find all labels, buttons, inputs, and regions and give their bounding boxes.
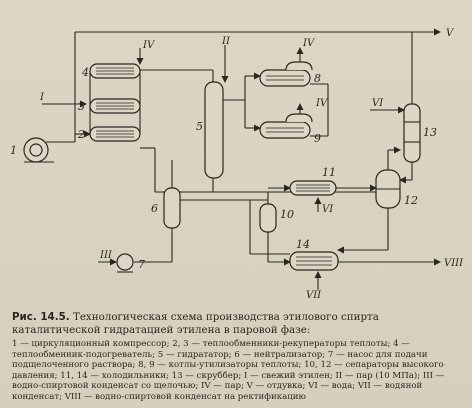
piping: [42, 28, 441, 290]
label-equipment-13: 13: [423, 126, 437, 139]
heat-exchanger-2: [89, 126, 141, 142]
scrubber-13: [403, 103, 421, 163]
label-stream-VI-b: VI: [322, 204, 334, 215]
equipment: [23, 61, 421, 273]
hydrator-5: [204, 81, 224, 179]
compressor-1: [23, 137, 54, 163]
label-equipment-2: 2: [77, 128, 85, 141]
cooler-14: [289, 251, 339, 271]
label-equipment-5: 5: [196, 120, 203, 133]
label-equipment-14: 14: [296, 238, 310, 251]
label-stream-II: II: [221, 36, 231, 47]
label-stream-IV-c: IV: [315, 98, 329, 109]
process-flow-diagram: 1 2 3 4 5 6 7 8 9 10 11 12 13 14 I II II…: [10, 28, 464, 301]
figure-caption: Рис. 14.5. Технологическая схема произво…: [12, 311, 462, 403]
label-stream-VI-a: VI: [372, 98, 384, 109]
label-stream-III: III: [99, 250, 113, 261]
label-stream-IV-a: IV: [142, 40, 156, 51]
separator-10: [259, 203, 277, 233]
label-equipment-4: 4: [81, 66, 89, 79]
cooler-11: [289, 180, 337, 196]
label-equipment-3: 3: [78, 100, 85, 113]
label-equipment-8: 8: [314, 72, 321, 85]
label-stream-I: I: [39, 92, 45, 103]
label-equipment-7: 7: [138, 258, 145, 271]
separator-12: [375, 169, 401, 209]
caption-legend: 1 — циркуляционный компрессор; 2, 3 — те…: [12, 339, 445, 402]
stream-labels: I II III IV IV IV V VI VI VII VIII: [39, 28, 464, 301]
label-equipment-9: 9: [314, 132, 321, 145]
label-equipment-10: 10: [280, 208, 294, 221]
waste-heat-boiler-8: [259, 61, 313, 87]
pump-7: [116, 253, 134, 273]
label-stream-VII: VII: [306, 290, 322, 301]
label-stream-V: V: [446, 28, 455, 39]
heat-exchanger-3: [89, 98, 141, 114]
label-equipment-6: 6: [151, 202, 158, 215]
equipment-labels: 1 2 3 4 5 6 7 8 9 10 11 12 13 14: [10, 66, 437, 271]
caption-title-text: Технологическая схема производства этило…: [12, 311, 379, 336]
caption-figure-label: Рис. 14.5.: [12, 311, 70, 323]
neutralizer-6: [163, 187, 181, 229]
caption-title: Рис. 14.5. Технологическая схема произво…: [12, 311, 462, 336]
label-stream-IV-b: IV: [302, 38, 316, 49]
waste-heat-boiler-9: [259, 113, 313, 139]
label-equipment-11: 11: [322, 166, 336, 179]
label-equipment-12: 12: [404, 194, 418, 207]
label-equipment-1: 1: [10, 144, 17, 157]
heat-exchanger-4: [89, 63, 141, 79]
label-stream-VIII: VIII: [444, 258, 464, 269]
